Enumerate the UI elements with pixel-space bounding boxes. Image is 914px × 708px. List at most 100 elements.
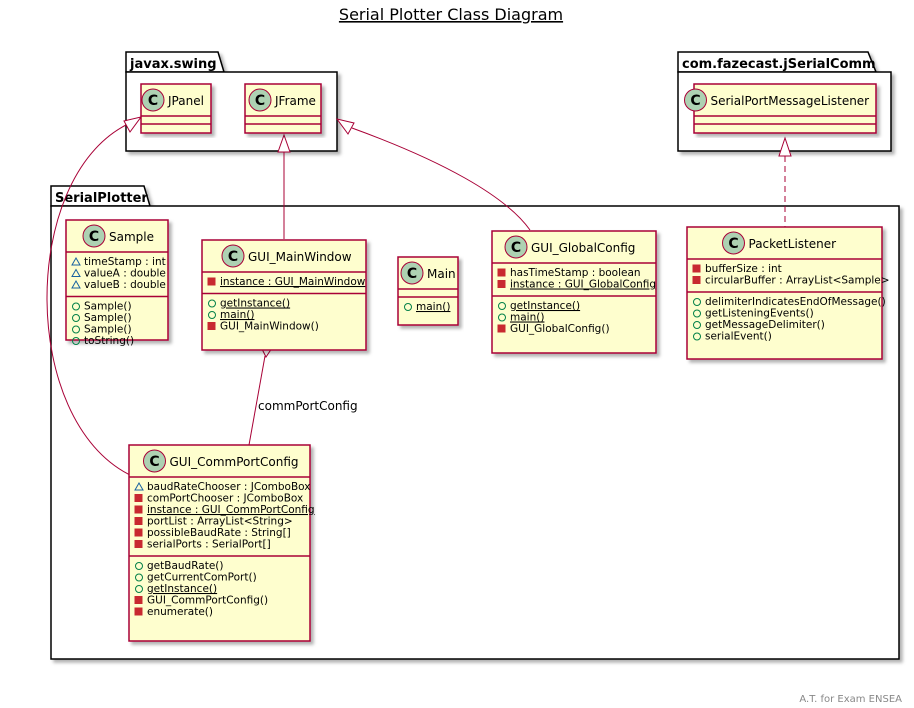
package-name: javax.swing — [129, 57, 217, 72]
method-public-visibility-icon — [135, 573, 143, 582]
field-private-visibility-icon — [134, 505, 143, 514]
method-public-visibility-icon — [693, 321, 701, 329]
method-public-visibility-icon — [72, 337, 80, 345]
method-public-visibility-icon — [72, 325, 80, 334]
field-private-visibility-icon — [692, 276, 701, 284]
class-field: baudRateChooser : JComboBox — [147, 481, 310, 493]
arrowhead-jframe — [277, 133, 291, 153]
method-public-visibility-icon — [693, 298, 701, 306]
package-name: SerialPlotter — [55, 191, 148, 206]
class-stereotype-icon — [143, 449, 166, 473]
class-field: valueB : double — [84, 279, 166, 291]
class-stereotype-icon — [504, 235, 528, 259]
edges: commPortConfig — [46, 116, 792, 476]
edge-commportconfig-jpanel — [46, 124, 131, 476]
field-package-visibility-icon — [134, 481, 144, 491]
method-public-visibility-icon — [693, 332, 701, 341]
class-field: bufferSize : int — [705, 263, 782, 275]
method-private-visibility-icon — [207, 322, 216, 330]
class-method: getInstance() — [220, 298, 290, 310]
class-stereotype-letter: C — [407, 266, 417, 282]
class-method: Sample() — [84, 301, 132, 313]
field-private-visibility-icon — [497, 268, 506, 277]
arrowhead-jpanel — [123, 116, 143, 133]
class-box — [693, 83, 877, 134]
class-method: delimiterIndicatesEndOfMessage() — [705, 296, 886, 308]
class-name: GUI_GlobalConfig — [531, 241, 635, 255]
class-stereotype-letter: C — [255, 93, 265, 109]
class-method: main() — [510, 312, 544, 324]
method-public-visibility-icon — [498, 313, 506, 322]
class-listener-iface: C SerialPortMessageListener — [684, 83, 877, 134]
class-method: toString() — [84, 335, 134, 347]
class-method: serialEvent() — [705, 331, 772, 343]
class-field: possibleBaudRate : String[] — [147, 527, 291, 539]
class-stereotype-letter: C — [728, 236, 738, 252]
class-stereotype-letter: C — [511, 240, 521, 256]
diagram-title: Serial Plotter Class Diagram — [339, 5, 563, 24]
method-public-visibility-icon — [135, 562, 143, 570]
method-public-visibility-icon — [693, 309, 701, 318]
field-private-visibility-icon — [134, 540, 143, 548]
class-field: valueA : double — [84, 268, 166, 280]
class-method: enumerate() — [147, 606, 213, 618]
footer-credit: A.T. for Exam ENSEA — [799, 694, 902, 705]
method-public-visibility-icon — [72, 302, 80, 311]
method-public-visibility-icon — [208, 311, 216, 319]
class-field: timeStamp : int — [84, 256, 166, 268]
class-name: Main — [427, 267, 456, 281]
class-name: GUI_CommPortConfig — [170, 455, 299, 469]
field-private-visibility-icon — [207, 277, 216, 286]
field-private-visibility-icon — [692, 264, 701, 273]
class-field: serialPorts : SerialPort[] — [147, 539, 271, 551]
class-stereotype-icon — [82, 224, 106, 248]
class-field: circularBuffer : ArrayList<Sample> — [705, 275, 890, 287]
class-stereotype-icon — [248, 88, 272, 112]
method-public-visibility-icon — [404, 303, 412, 311]
edge-label-commportconfig: commPortConfig — [258, 399, 358, 413]
class-name: GUI_MainWindow — [248, 250, 352, 264]
class-field: hasTimeStamp : boolean — [510, 267, 641, 279]
class-main: C Main main() — [397, 256, 459, 326]
method-private-visibility-icon — [134, 607, 143, 616]
class-stereotype-letter: C — [148, 93, 158, 109]
class-box — [686, 226, 883, 360]
class-stereotype-icon — [400, 261, 424, 285]
method-private-visibility-icon — [134, 596, 143, 604]
edge-mainwindow-commportconfig — [248, 355, 266, 446]
class-method: main() — [416, 301, 450, 313]
arrowhead-jframe-2 — [335, 118, 355, 135]
field-private-visibility-icon — [134, 528, 143, 537]
package-name: com.fazecast.jSerialComm — [682, 57, 876, 72]
class-stereotype-icon — [684, 88, 707, 112]
field-package-visibility-icon — [71, 268, 81, 277]
method-public-visibility-icon — [208, 299, 216, 308]
method-public-visibility-icon — [498, 302, 506, 310]
class-stereotype-icon — [221, 244, 245, 268]
class-field: instance : GUI_CommPortConfig — [147, 504, 315, 516]
class-stereotype-letter: C — [149, 454, 159, 470]
class-method: getListeningEvents() — [705, 308, 814, 320]
class-global-config: C GUI_GlobalConfig hasTimeStamp : booleani… — [491, 230, 657, 354]
edge-globalconfig-jframe — [351, 127, 531, 231]
class-method: GUI_MainWindow() — [220, 321, 319, 333]
class-method: Sample() — [84, 324, 132, 336]
class-field: instance : GUI_GlobalConfig — [510, 279, 656, 291]
class-stereotype-letter: C — [690, 93, 700, 109]
class-stereotype-letter: C — [228, 249, 238, 265]
class-method: getInstance() — [510, 300, 580, 312]
class-method: Sample() — [84, 312, 132, 324]
method-private-visibility-icon — [497, 324, 506, 333]
class-comm-port-config: C GUI_CommPortConfig baudRateChooser : JCo… — [128, 444, 315, 642]
class-name: JFrame — [274, 94, 316, 108]
class-method: getCurrentComPort() — [147, 572, 257, 584]
class-name: SerialPortMessageListener — [711, 94, 870, 108]
class-jframe: C JFrame — [244, 83, 322, 134]
field-private-visibility-icon — [497, 280, 506, 288]
class-method: GUI_GlobalConfig() — [510, 323, 610, 335]
field-package-visibility-icon — [71, 279, 81, 289]
